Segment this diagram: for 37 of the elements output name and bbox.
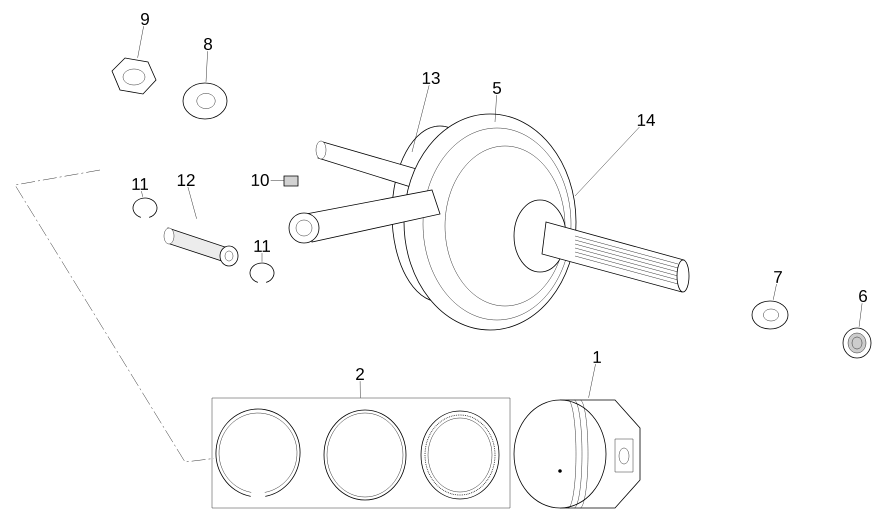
leader-line [773, 284, 777, 300]
washer-drawing [182, 82, 228, 120]
leader-line [188, 186, 197, 219]
callout-number: 11 [254, 240, 270, 252]
ring-set-box [212, 398, 510, 508]
nut-drawing [842, 328, 872, 358]
callout-number: 10 [252, 174, 269, 186]
nut-drawing [112, 58, 156, 94]
circlip-drawing [132, 198, 158, 218]
callout-number: 6 [859, 290, 867, 302]
callout-number: 13 [422, 72, 440, 84]
leader-line [494, 94, 497, 122]
piston-ring-drawing [324, 410, 406, 500]
piston-ring-drawing [420, 410, 500, 500]
washer-drawing [752, 300, 788, 330]
leader-line [137, 26, 144, 58]
callout-number: 11 [132, 178, 148, 190]
callout-number: 2 [356, 368, 364, 380]
leader-line [574, 126, 640, 196]
circlip-drawing [250, 262, 274, 283]
leader-line [270, 180, 284, 181]
leader-line [858, 303, 862, 327]
piston-drawing [514, 400, 640, 508]
leader-line [141, 190, 143, 197]
callout-number: 1 [594, 351, 601, 363]
callout-number: 5 [492, 82, 502, 94]
key-drawing [284, 176, 298, 186]
leader-line [412, 85, 430, 152]
crankshaft-drawing [288, 114, 690, 330]
assembly-line [14, 170, 214, 462]
callout-number: 7 [774, 271, 782, 283]
piston-ring-drawing [216, 408, 300, 497]
leader-line [206, 51, 208, 82]
callout-number: 8 [204, 38, 212, 50]
leader-line [588, 364, 596, 398]
callout-number: 9 [141, 12, 149, 26]
callout-number: 12 [178, 174, 195, 186]
